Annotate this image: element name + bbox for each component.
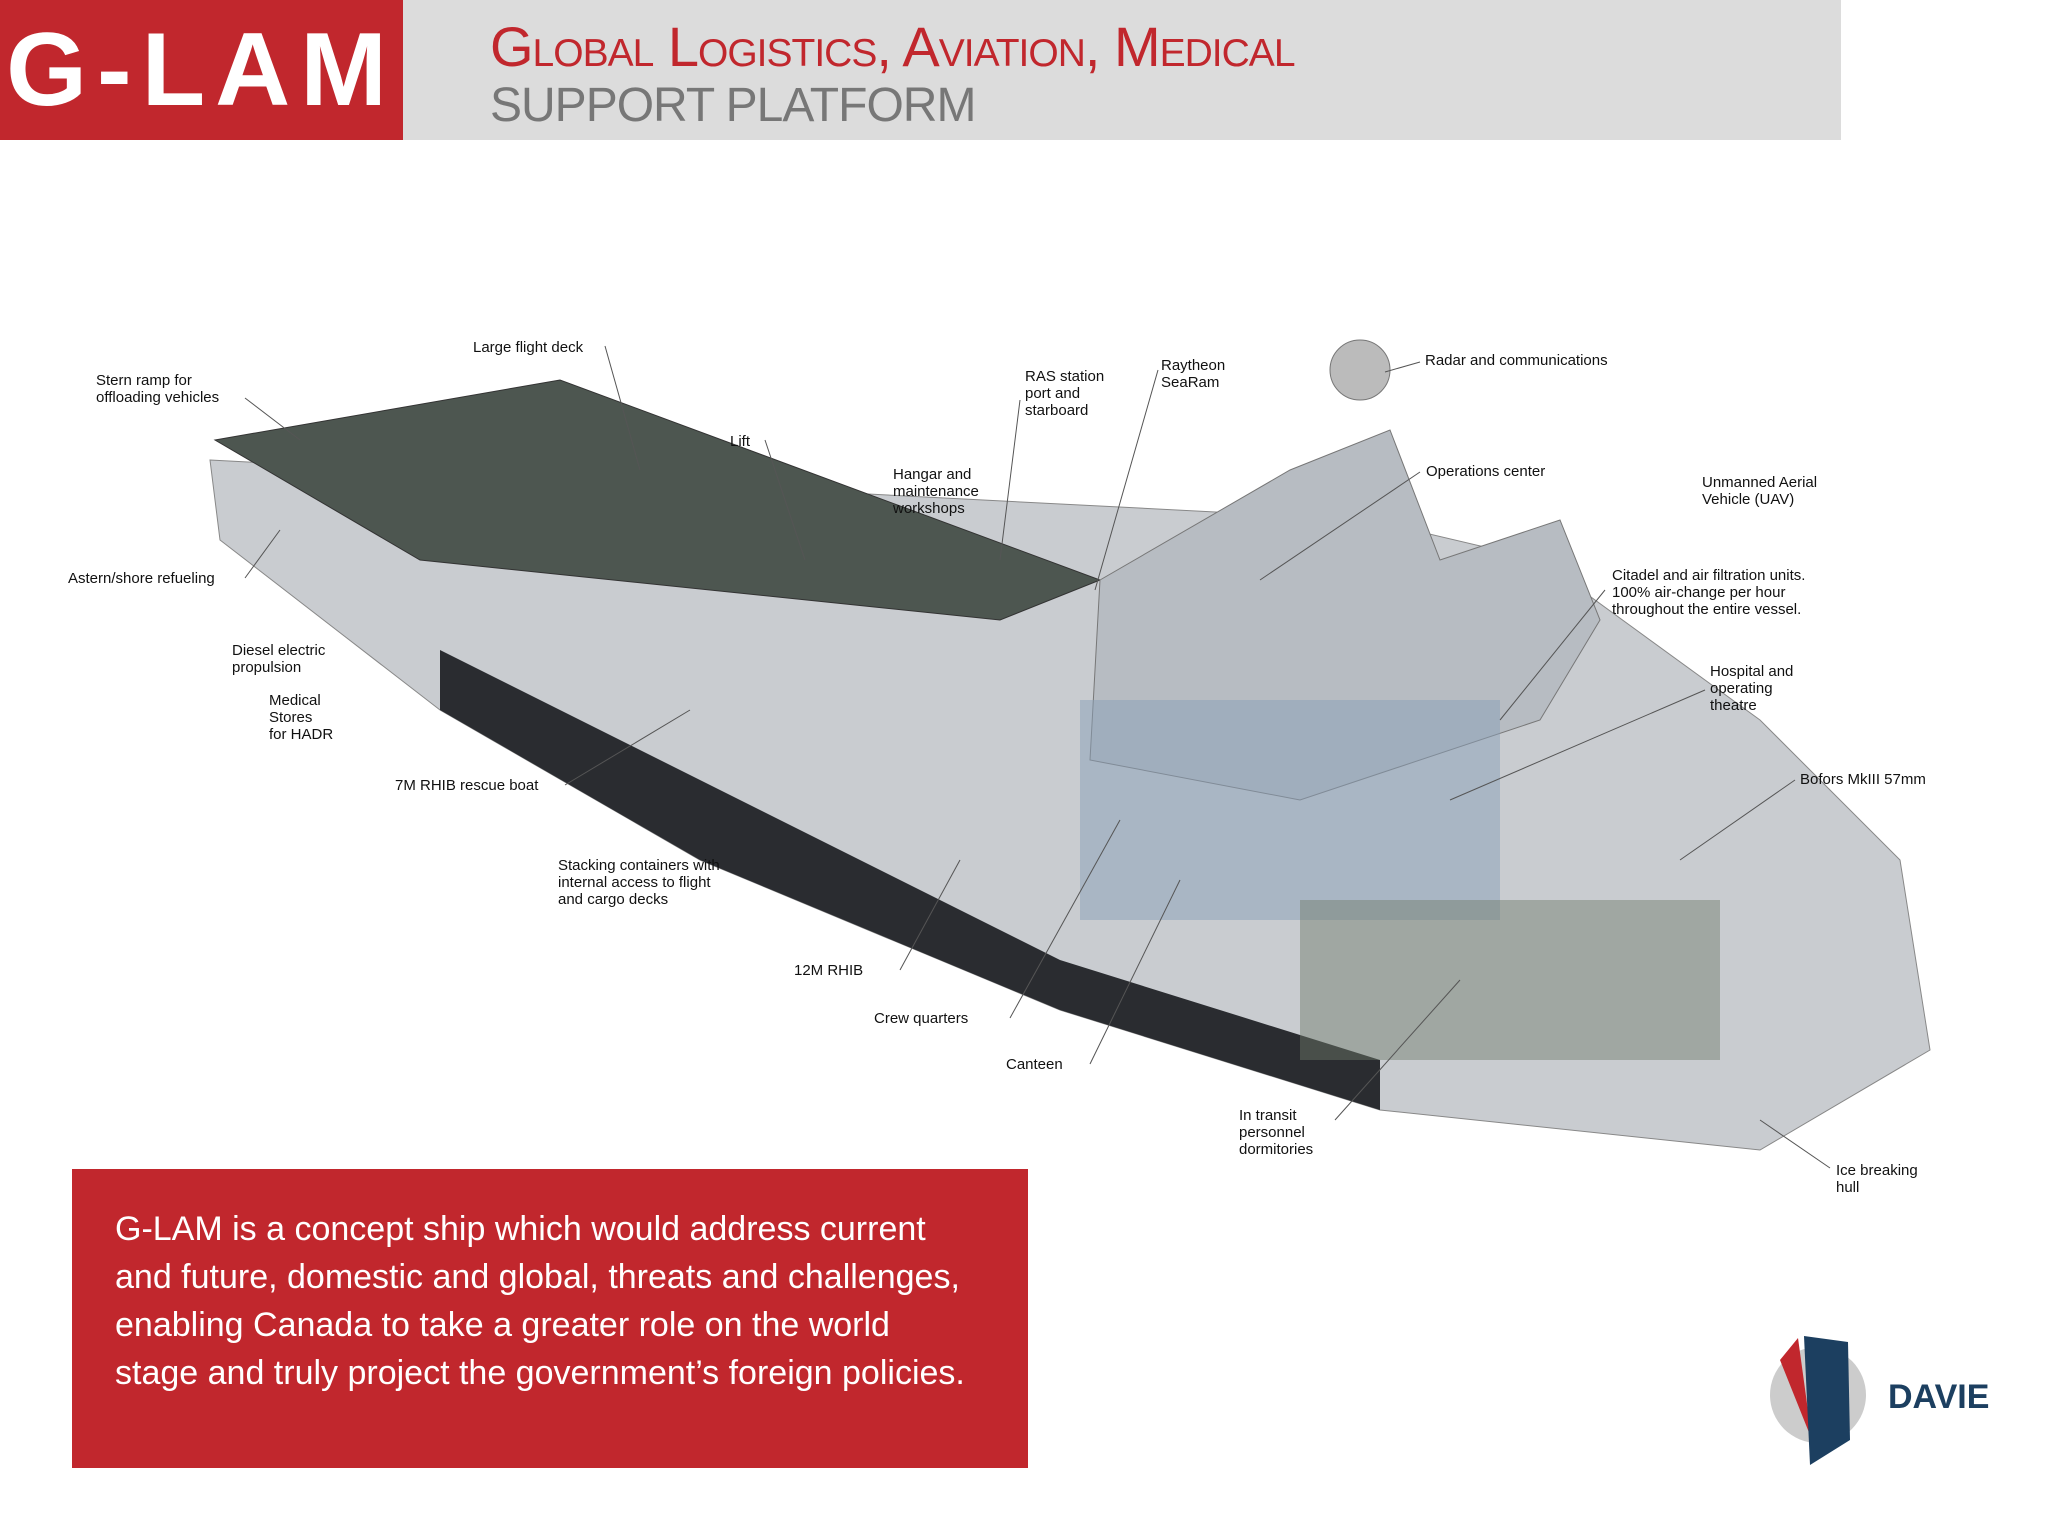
ship-keel [440, 650, 1380, 1110]
davie-logo-icon [1770, 1336, 1866, 1465]
label-propulsion: Diesel electric propulsion [232, 642, 326, 676]
label-rhib-7m: 7M RHIB rescue boat [395, 777, 539, 794]
label-medical-stores: Medical Stores for HADR [269, 692, 334, 743]
label-containers: Stacking containers with internal access… [558, 857, 720, 908]
label-stern-ramp: Stern ramp for offloading vehicles [96, 372, 220, 406]
description-box: G-LAM is a concept ship which would addr… [72, 1169, 1028, 1468]
label-crew-quarters: Crew quarters [874, 1010, 969, 1027]
label-canteen: Canteen [1006, 1056, 1063, 1073]
label-rhib-12m: 12M RHIB [794, 962, 864, 979]
davie-wordmark: DAVIE [1888, 1378, 1990, 1416]
label-dormitories: In transit personnel dormitories [1239, 1107, 1314, 1158]
label-operations: Operations center [1426, 463, 1546, 480]
label-uav: Unmanned Aerial Vehicle (UAV) [1702, 474, 1818, 508]
label-hospital: Hospital and operating theatre [1710, 663, 1794, 714]
header-bar [403, 0, 1841, 140]
page-title: Global Logistics, Aviation, Medical [490, 15, 1296, 78]
label-bofors: Bofors MkIII 57mm [1800, 771, 1926, 788]
interior-cutaway [1080, 700, 1500, 920]
label-ras-station: RAS station port and starboard [1025, 368, 1105, 419]
label-flight-deck: Large flight deck [473, 339, 584, 356]
label-radar: Radar and communications [1425, 352, 1608, 369]
page-subtitle: SUPPORT PLATFORM [490, 79, 976, 132]
radar-dome [1329, 339, 1391, 401]
label-ice-hull: Ice breaking hull [1836, 1162, 1918, 1196]
label-hangar: Hangar and maintenance workshops [893, 466, 979, 517]
glam-logo: G-LAM [0, 0, 403, 140]
label-refueling: Astern/shore refueling [68, 570, 215, 587]
dormitory-cutaway [1300, 900, 1720, 1060]
description-text: G-LAM is a concept ship which would addr… [115, 1210, 965, 1392]
leader-lines [244, 345, 1831, 1169]
flight-deck [213, 379, 1102, 621]
label-citadel: Citadel and air filtration units. 100% a… [1612, 567, 1806, 618]
label-lift: Lift [730, 433, 751, 450]
label-searam: Raytheon SeaRam [1161, 357, 1226, 391]
